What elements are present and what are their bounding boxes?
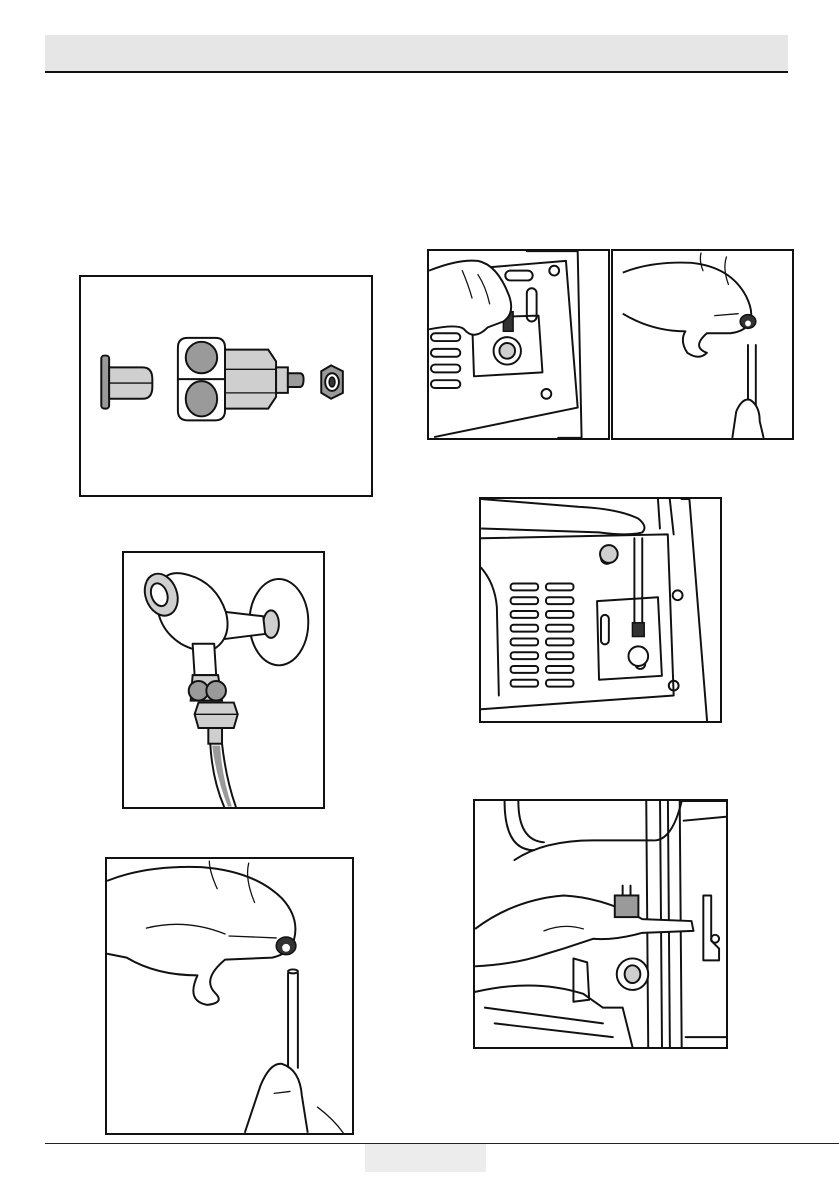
tap-with-hose-figure [122, 551, 325, 809]
page-number-box [365, 1144, 486, 1172]
fridge-back-valve-figure [427, 249, 610, 440]
fridge-back-tube-inserted-figure [479, 497, 722, 723]
fridge-clip-icon [475, 801, 726, 1047]
fridge-inside-clip-figure [473, 799, 728, 1049]
header-bar [45, 35, 788, 73]
tap-valve-icon [124, 553, 323, 807]
hand-nut-tube-icon [107, 859, 352, 1133]
hand-nut-tube-left-figure [105, 857, 354, 1135]
hand-nut-tube-right-figure [611, 249, 794, 440]
valve-fittings-icon [81, 277, 371, 495]
fridge-back-icon [429, 251, 608, 438]
fridge-back-icon [481, 499, 720, 721]
fittings-parts-figure [79, 275, 373, 497]
hand-nut-tube-icon [613, 251, 792, 438]
